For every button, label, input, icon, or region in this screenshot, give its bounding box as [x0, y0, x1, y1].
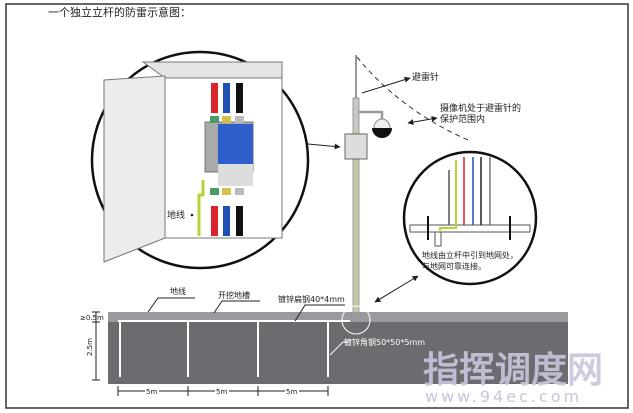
ground-wire-label: 地线 — [167, 209, 185, 221]
depth-rod-label: 2.5m — [86, 338, 94, 356]
detail-label-1: 地线由立杆中引到地网处， — [422, 250, 518, 260]
spacing-label: 5m — [146, 388, 157, 396]
cabinet-pointer-arrow — [307, 143, 341, 150]
ground-wire-label-bottom: 地线 — [170, 286, 186, 296]
lightning-rod-label: 避雷针 — [412, 71, 439, 83]
diagram-title: 一个独立立杆的防雷示意图： — [48, 5, 191, 19]
cabinet-door — [103, 75, 166, 263]
trench-label: 开挖地槽 — [218, 290, 250, 300]
dome-camera — [372, 128, 392, 138]
spacing-label: 5m — [216, 388, 227, 396]
ground-grid — [108, 305, 568, 384]
watermark-url: www.94ec.com — [425, 387, 582, 406]
flat-steel-label: 镀锌扁钢40*4mm — [278, 294, 345, 304]
cabinet-detail: 地线 — [90, 50, 310, 270]
watermark-logo: 指挥调度网 — [423, 350, 603, 391]
wires-bottom — [197, 180, 244, 236]
pole-box — [344, 133, 368, 160]
spacing-label: 5m — [286, 388, 297, 396]
wires-top — [210, 83, 244, 123]
ground-wire — [197, 180, 205, 236]
detail-label-2: 与地网可靠连接。 — [422, 261, 486, 271]
protection-label-1: 摄像机处于避雷针的 — [440, 102, 521, 114]
protection-label-2: 保护范围内 — [440, 113, 485, 125]
frame — [5, 3, 629, 409]
ground-connection-detail: 地线由立杆中引到地网处， 与地网可靠连接。 — [402, 150, 538, 286]
angle-steel-label: 镀锌角钢50*50*5mm — [344, 337, 425, 347]
pole — [344, 55, 469, 329]
depth-top-label: ≥0.5m — [80, 314, 104, 322]
